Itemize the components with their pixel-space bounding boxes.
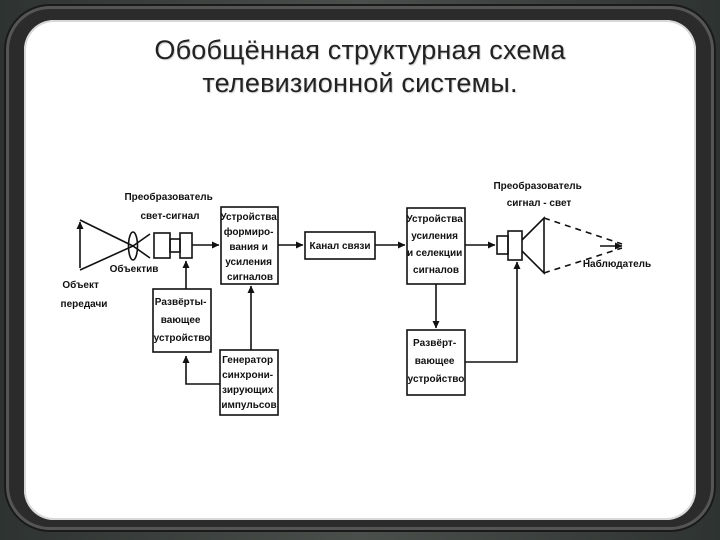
lens-label: Объектив [110,263,159,275]
slide-title: Обобщённая структурная схема телевизионн… [24,34,696,100]
converter-out-label: Преобразователь сигнал - свет [493,180,584,209]
title-line-2: телевизионной системы. [202,68,518,98]
converter-in-label: Преобразователь свет-сигнал [124,191,215,222]
converter-in-part1 [153,232,171,259]
converter-in-part2 [169,238,181,253]
converter-out-part2 [507,230,523,261]
arrow-sweep-to-crt [465,261,521,363]
converter-in-part3 [179,232,193,259]
object-label: Объект передачи [61,279,108,310]
generator-label: Генератор синхрони- зирующих импульсов [221,355,276,411]
receiver-label: Устройства усиления и селекции сигналов [406,214,465,276]
object-rays-right [132,233,151,259]
channel-label: Канал связи [309,241,370,252]
observer-rays [543,217,623,274]
converter-out-screen [521,216,545,275]
sweep-rx-label: Развёрт- вающее устройство [408,338,465,385]
arrow-generator-to-sweep [182,355,220,385]
sweep-tx-label: Развёрты- вающее устройство [154,297,211,344]
former-label: Устройства формиро- вания и усиления сиг… [220,212,279,283]
slide-screen [24,20,696,520]
observer-label: Наблюдатель [583,258,651,270]
generator-block [219,349,279,416]
converter-out-part1 [496,235,509,255]
lens-shape [127,231,139,261]
sweep-tx-block [152,288,212,353]
object-rays-left [79,219,135,271]
title-line-1: Обобщённая структурная схема [154,35,566,65]
